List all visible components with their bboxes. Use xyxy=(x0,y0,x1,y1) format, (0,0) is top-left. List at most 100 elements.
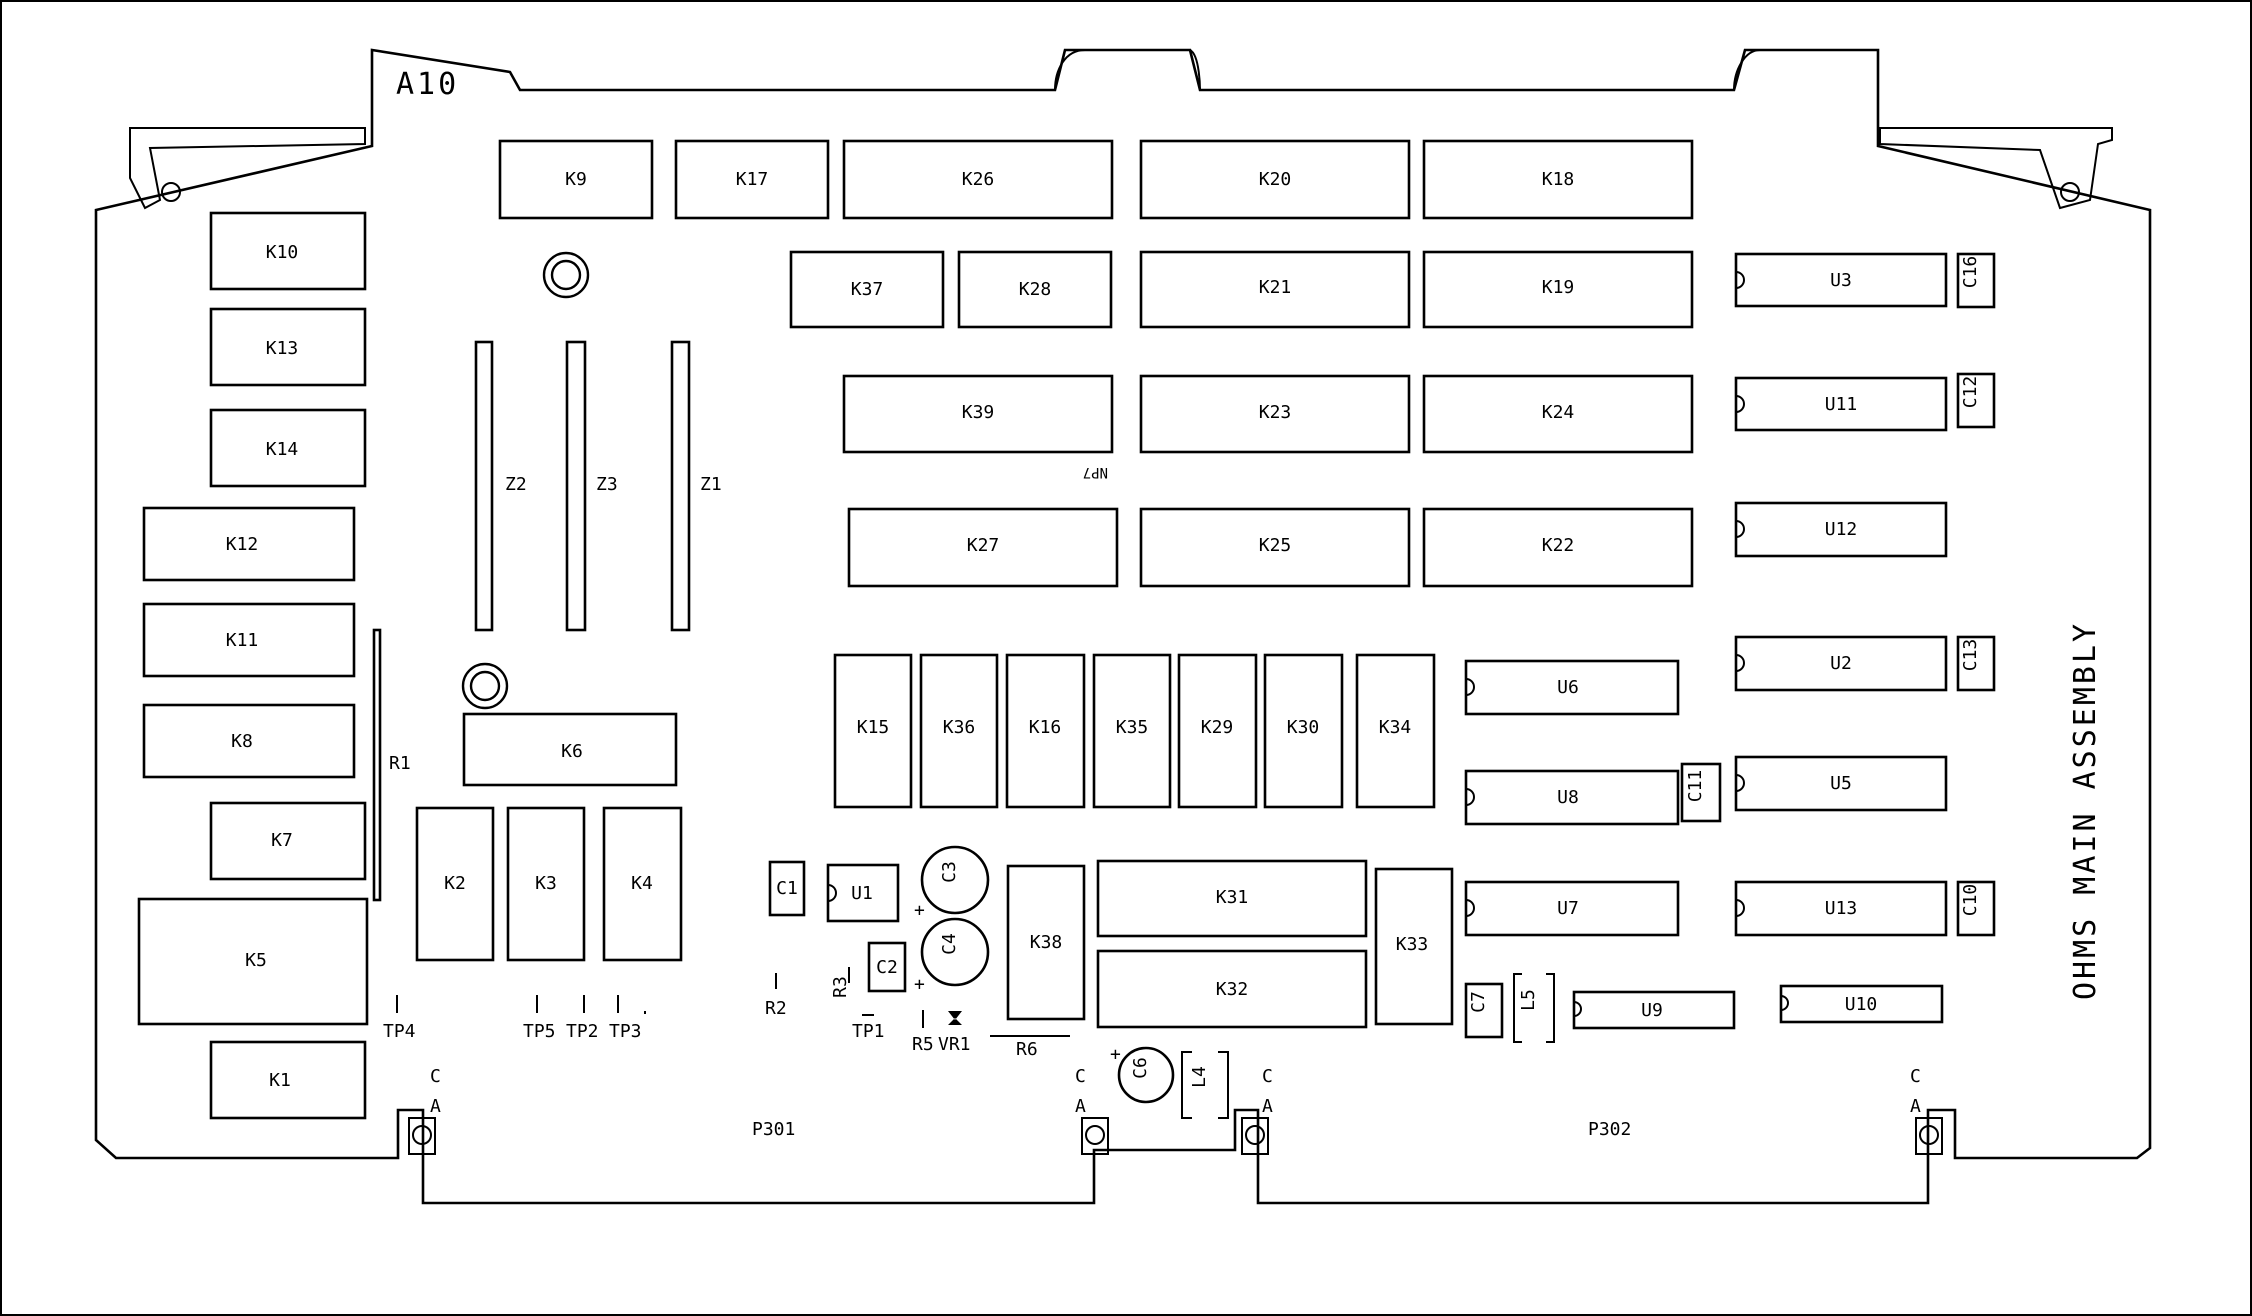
ic-u11: U11 xyxy=(1734,376,1948,432)
relay-k1: K1 xyxy=(209,1040,367,1120)
svg-text:U6: U6 xyxy=(1557,677,1579,698)
svg-text:K25: K25 xyxy=(1259,535,1292,556)
cap-c11: C11 xyxy=(1680,762,1722,823)
resistor-r5-label: R5 xyxy=(912,1034,934,1055)
assembly-title: OHMS MAIN ASSEMBLY xyxy=(2068,621,2103,1000)
svg-text:U5: U5 xyxy=(1830,773,1852,794)
svg-text:C3: C3 xyxy=(939,861,960,883)
relay-k15: K15 xyxy=(833,653,913,809)
relay-k8: K8 xyxy=(142,703,356,779)
svg-text:C7: C7 xyxy=(1468,991,1489,1013)
inductor-l4: L4 xyxy=(1181,1051,1229,1119)
svg-text:K24: K24 xyxy=(1542,402,1575,423)
network-z2: Z2 xyxy=(474,340,527,632)
diode-vr1-symbol xyxy=(948,1011,962,1025)
svg-text:C10: C10 xyxy=(1960,884,1981,917)
svg-text:K15: K15 xyxy=(857,717,890,738)
svg-text:C16: C16 xyxy=(1960,256,1981,289)
relay-k12: K12 xyxy=(142,506,356,582)
svg-text:K21: K21 xyxy=(1259,277,1292,298)
svg-text:U3: U3 xyxy=(1830,270,1852,291)
relay-k20: K20 xyxy=(1139,139,1411,220)
cap-c16: C16 xyxy=(1956,252,1996,309)
cap-c12: C12 xyxy=(1956,372,1996,429)
svg-text:K8: K8 xyxy=(231,731,253,752)
relay-k2: K2 xyxy=(415,806,495,962)
cap-c6: C6+ xyxy=(1110,1044,1175,1104)
relay-k19: K19 xyxy=(1422,250,1694,329)
svg-text:K22: K22 xyxy=(1542,535,1575,556)
test-point-tp4: TP4 xyxy=(383,1021,416,1042)
svg-text:A: A xyxy=(430,1096,441,1117)
ic-u5: U5 xyxy=(1734,755,1948,812)
svg-text:K18: K18 xyxy=(1542,169,1575,190)
svg-text:U11: U11 xyxy=(1825,394,1858,415)
svg-text:K26: K26 xyxy=(962,169,995,190)
connector-p302: P302 xyxy=(1588,1119,1631,1140)
relay-k13: K13 xyxy=(209,307,367,387)
cap-c2: C2 xyxy=(867,941,907,993)
network-z3: Z3 xyxy=(565,340,618,632)
svg-text:K27: K27 xyxy=(967,535,1000,556)
svg-text:C2: C2 xyxy=(876,957,898,978)
cap-c3: C3 + xyxy=(914,845,990,921)
ic-u2: U2 xyxy=(1734,635,1948,692)
resistor-r2-label: R2 xyxy=(765,998,787,1019)
cap-c1: C1 xyxy=(768,860,806,917)
np7-mark: NP7 xyxy=(1083,464,1108,480)
test-point-tp5: TP5 xyxy=(523,1021,556,1042)
svg-text:U13: U13 xyxy=(1825,898,1858,919)
svg-text:A: A xyxy=(1262,1096,1273,1117)
svg-text:+: + xyxy=(1110,1044,1121,1065)
ic-u3: U3 xyxy=(1734,252,1948,308)
svg-text:C4: C4 xyxy=(939,933,960,955)
svg-text:K13: K13 xyxy=(266,338,299,359)
svg-text:K19: K19 xyxy=(1542,277,1575,298)
svg-text:C11: C11 xyxy=(1685,770,1706,803)
relay-k11: K11 xyxy=(142,602,356,678)
svg-text:K35: K35 xyxy=(1116,717,1149,738)
resistor-marks xyxy=(396,967,924,1028)
ic-u7: U7 xyxy=(1464,880,1680,937)
mounting-hole-top xyxy=(542,251,590,299)
svg-text:K20: K20 xyxy=(1259,169,1292,190)
svg-text:K7: K7 xyxy=(271,830,293,851)
svg-text:K23: K23 xyxy=(1259,402,1292,423)
svg-text:+: + xyxy=(914,900,925,921)
svg-text:K14: K14 xyxy=(266,439,299,460)
inductor-l5: L5 xyxy=(1513,973,1555,1043)
svg-text:Z1: Z1 xyxy=(700,474,722,495)
relay-k37: K37 xyxy=(789,250,945,329)
svg-text:K12: K12 xyxy=(226,534,259,555)
relay-k27: K27 xyxy=(847,507,1119,588)
relay-k26: K26 xyxy=(842,139,1114,220)
svg-text:K33: K33 xyxy=(1396,934,1429,955)
relay-k32: K32 xyxy=(1096,949,1368,1029)
svg-text:K11: K11 xyxy=(226,630,259,651)
svg-text:U8: U8 xyxy=(1557,787,1579,808)
svg-text:K37: K37 xyxy=(851,279,884,300)
svg-text:U12: U12 xyxy=(1825,519,1858,540)
cap-c7: C7 xyxy=(1464,982,1504,1039)
svg-text:K6: K6 xyxy=(561,741,583,762)
svg-text:U10: U10 xyxy=(1845,994,1878,1015)
ic-u9: U9 xyxy=(1572,990,1736,1030)
svg-text:K30: K30 xyxy=(1287,717,1320,738)
svg-text:K1: K1 xyxy=(269,1070,291,1091)
svg-text:A: A xyxy=(1910,1096,1921,1117)
relay-k21: K21 xyxy=(1139,250,1411,329)
relay-k31: K31 xyxy=(1096,859,1368,938)
test-point-tp2: TP2 xyxy=(566,1021,599,1042)
ic-u13: U13 xyxy=(1734,880,1948,937)
svg-text:C1: C1 xyxy=(776,878,798,899)
test-point-tp3: TP3 xyxy=(609,1021,642,1042)
relay-k30: K30 xyxy=(1263,653,1344,809)
svg-text:U1: U1 xyxy=(851,883,873,904)
svg-text:C: C xyxy=(430,1066,441,1087)
ic-u8: U8 xyxy=(1464,769,1680,826)
right-ejector xyxy=(1879,127,2113,210)
svg-text:C: C xyxy=(1075,1066,1086,1087)
ic-u10: U10 xyxy=(1779,984,1944,1024)
